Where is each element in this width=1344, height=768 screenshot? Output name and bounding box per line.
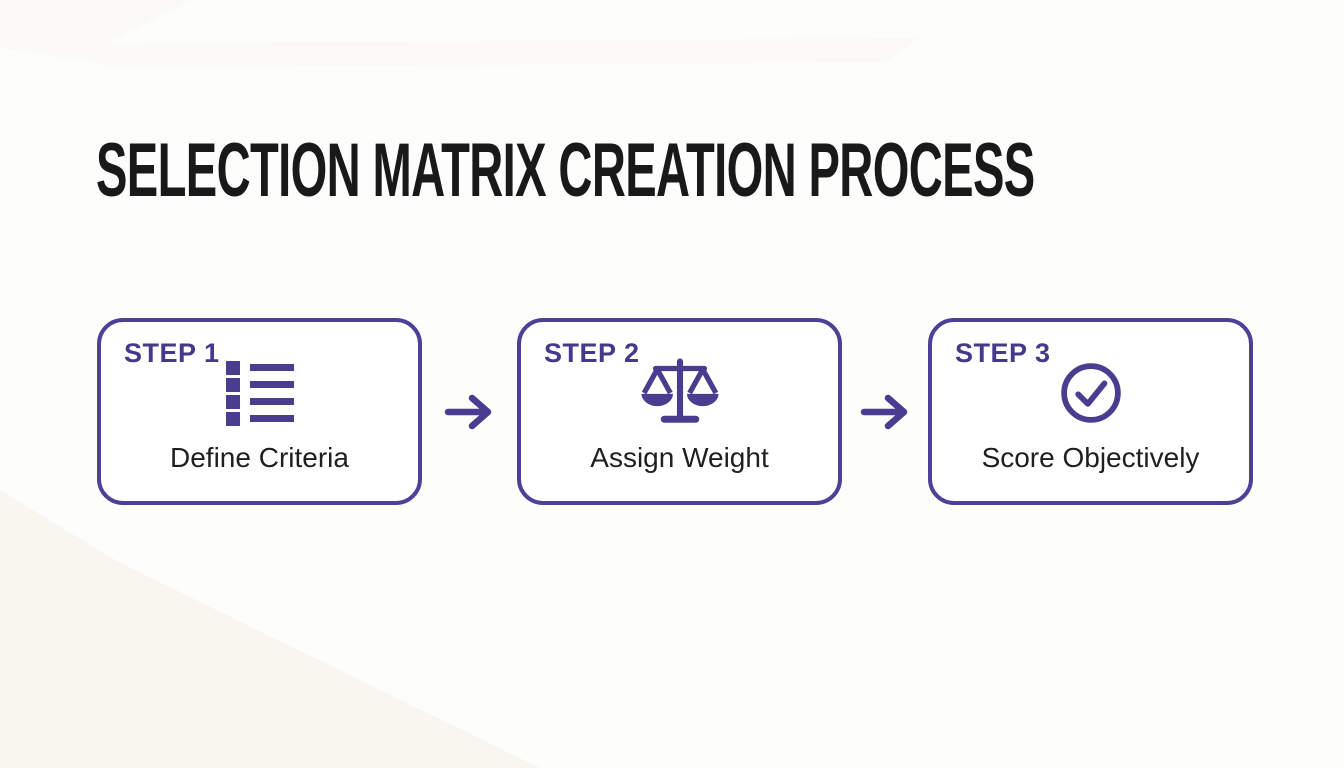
step-label: STEP 3 <box>955 338 1051 368</box>
background-shape <box>0 490 540 768</box>
step-card-2: STEP 2 Assign Weight <box>517 318 842 505</box>
right-arrow-icon <box>859 390 911 434</box>
list-icon <box>225 358 295 428</box>
check-circle-icon <box>1059 358 1123 428</box>
page-title: SELECTION MATRIX CREATION PROCESS <box>96 128 1035 213</box>
step-card-3: STEP 3 Score Objectively <box>928 318 1253 505</box>
scales-icon <box>636 358 724 428</box>
step-name: Score Objectively <box>981 442 1200 473</box>
step-card-1: STEP 1 Define Criteria <box>97 318 422 505</box>
background-shape <box>0 0 190 60</box>
step-label: STEP 2 <box>544 338 640 368</box>
step-label: STEP 1 <box>124 338 220 368</box>
step-name: Assign Weight <box>590 442 769 473</box>
background-shape <box>40 38 920 68</box>
right-arrow-icon <box>443 390 495 434</box>
step-name: Define Criteria <box>170 442 349 473</box>
